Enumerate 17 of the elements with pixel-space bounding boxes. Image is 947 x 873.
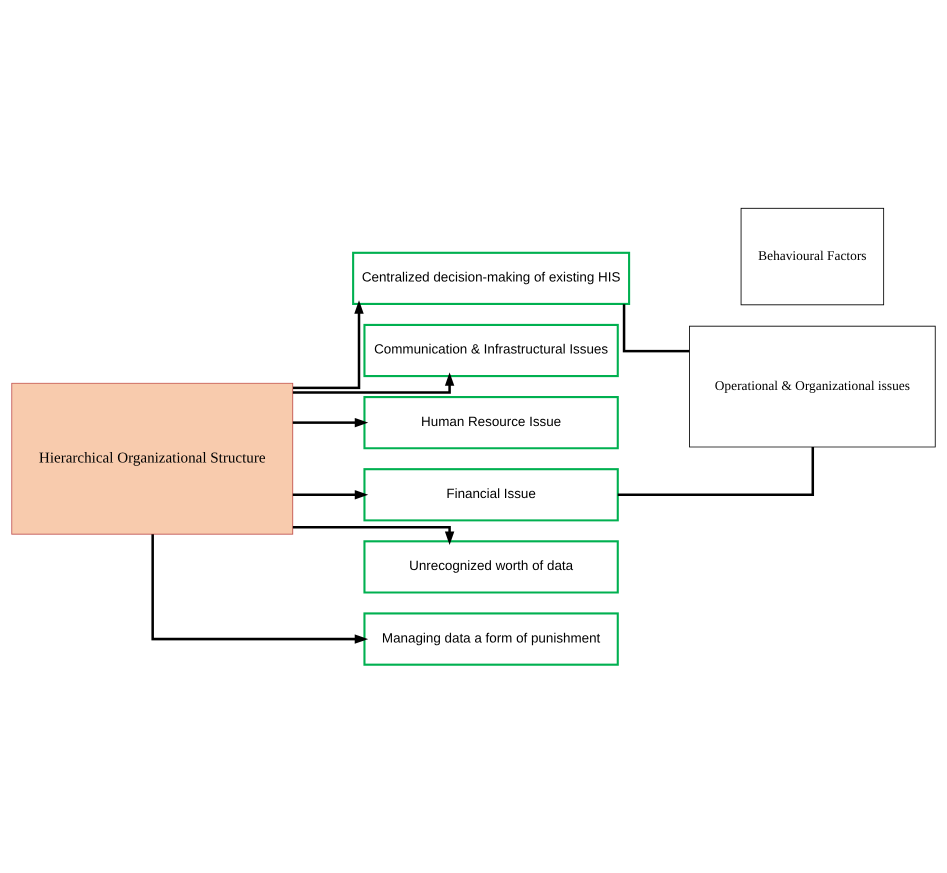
arrow — [151, 534, 368, 644]
node-box: Hierarchical Organizational Structure — [11, 382, 294, 535]
arrow — [292, 418, 368, 428]
node-box: Unrecognized worth of data — [363, 540, 619, 594]
connector — [618, 447, 814, 496]
node-box: Human Resource Issue — [363, 396, 619, 450]
node-box: Centralized decision-making of existing HIS — [352, 252, 630, 306]
arrow — [292, 490, 368, 500]
node-box: Operational & Organizational issues — [689, 326, 936, 448]
node-box: Financial Issue — [363, 468, 619, 522]
arrow — [292, 372, 454, 394]
arrow — [292, 526, 454, 545]
arrow — [293, 300, 364, 390]
node-box: Managing data a form of punishment — [363, 612, 619, 666]
connector — [622, 304, 690, 352]
node-box: Behavioural Factors — [740, 208, 884, 306]
node-box: Communication & Infrastructural Issues — [363, 324, 619, 378]
